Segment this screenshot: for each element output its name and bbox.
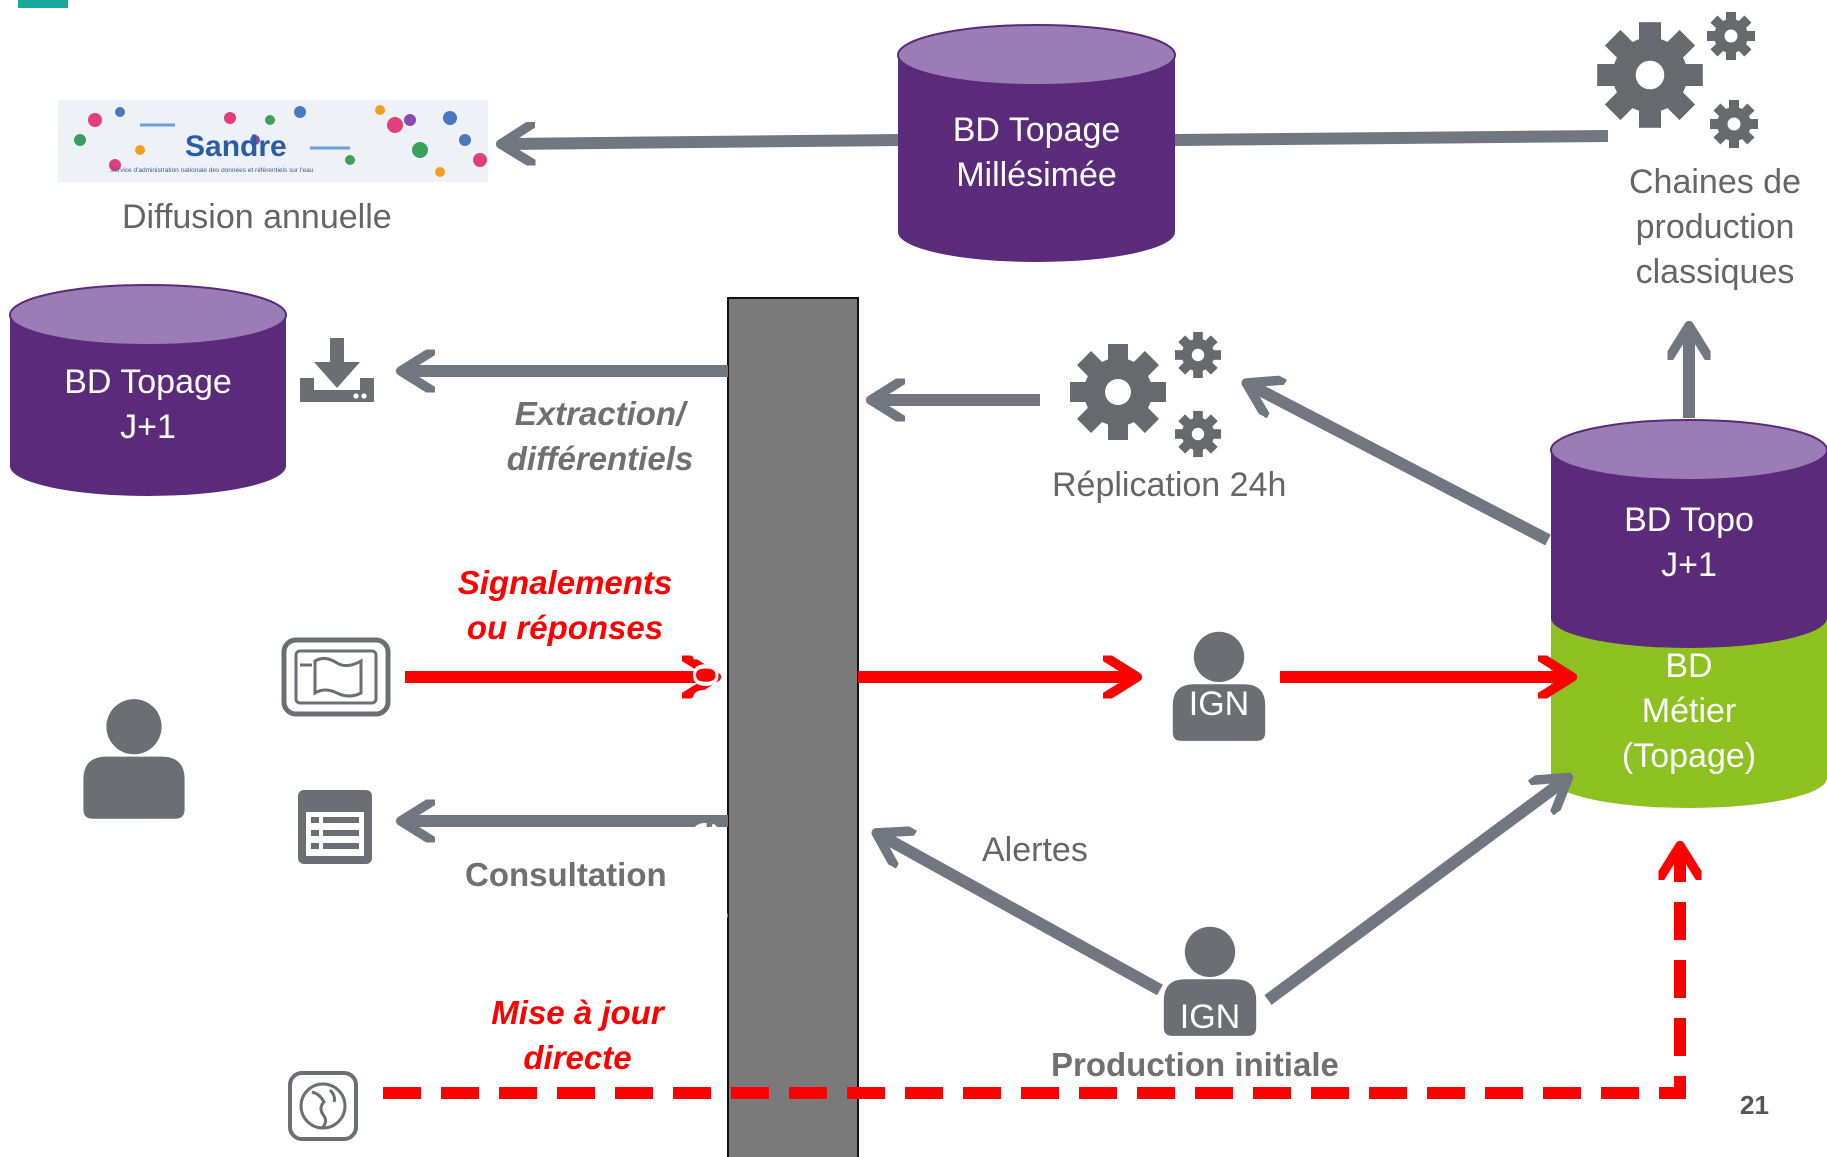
mise-a-jour-line1: Mise à jour bbox=[491, 994, 664, 1031]
extraction-line1: Extraction/ bbox=[514, 395, 686, 432]
bd-topo-metier-cylinder bbox=[1550, 419, 1827, 808]
consultation-label: Consultation bbox=[465, 856, 667, 893]
connector-gears-to-millesimee bbox=[1174, 130, 1609, 146]
bd-topage-millesimee-line1: BD Topage bbox=[952, 111, 1121, 149]
bd-metier-line3: (Topage) bbox=[1621, 737, 1757, 775]
arrow-to-sandre bbox=[505, 140, 899, 144]
bd-topo-j1-line2: J+1 bbox=[1661, 546, 1717, 584]
mise-a-jour-line2: directe bbox=[523, 1039, 632, 1076]
chaines-production-label: Chaines de production classiques bbox=[1600, 160, 1827, 295]
download-icon bbox=[300, 338, 374, 402]
ign-top-label: IGN bbox=[1188, 685, 1250, 723]
production-initiale-label: Production initiale bbox=[1051, 1046, 1339, 1083]
teal-corner-mark bbox=[18, 0, 68, 8]
signalements-label: Signalements ou réponses bbox=[430, 560, 700, 650]
espace-collaboratif-bar bbox=[727, 297, 859, 1157]
bd-topage-millesimee-label: BD Topage Millésimée bbox=[898, 108, 1175, 198]
sandre-logo: Sandre Service d'administration national… bbox=[58, 100, 488, 182]
bd-topage-j1-cylinder bbox=[9, 284, 287, 496]
chaines-line3: classiques bbox=[1635, 253, 1795, 291]
signalements-line2: ou réponses bbox=[466, 609, 664, 646]
bd-topo-j1-line1: BD Topo bbox=[1624, 501, 1754, 539]
extraction-line2: différentiels bbox=[506, 440, 694, 477]
bd-topage-millesimee-cylinder bbox=[897, 24, 1176, 262]
bd-metier-label: BD Métier (Topage) bbox=[1551, 644, 1827, 779]
globe-icon bbox=[288, 1071, 358, 1141]
signalements-line1: Signalements bbox=[457, 564, 673, 601]
ign-bottom-label: IGN bbox=[1179, 998, 1241, 1036]
bd-topo-j1-label: BD Topo J+1 bbox=[1551, 498, 1827, 588]
diffusion-annuelle-label: Diffusion annuelle bbox=[122, 198, 392, 236]
list-icon bbox=[298, 790, 372, 864]
sandre-logo-tagline: Service d'administration nationale des d… bbox=[110, 167, 314, 174]
bd-metier-line1: BD bbox=[1665, 647, 1713, 685]
map-viewer-icon bbox=[281, 637, 391, 717]
chaines-line2: production bbox=[1635, 208, 1795, 246]
bd-topage-j1-label: BD Topage J+1 bbox=[10, 360, 286, 450]
gears-icon-replication bbox=[1070, 331, 1222, 458]
mise-a-jour-label: Mise à jour directe bbox=[450, 990, 705, 1080]
page-number: 21 bbox=[1740, 1090, 1769, 1120]
extraction-label: Extraction/ différentiels bbox=[470, 391, 730, 481]
replication-label: Réplication 24h bbox=[1052, 466, 1287, 504]
chaines-line1: Chaines de bbox=[1628, 163, 1801, 201]
user-person-icon bbox=[83, 699, 185, 819]
bd-topage-millesimee-line2: Millésimée bbox=[956, 156, 1117, 194]
bd-metier-line2: Métier bbox=[1641, 692, 1737, 730]
bd-topage-j1-line2: J+1 bbox=[120, 408, 176, 446]
bd-topage-j1-line1: BD Topage bbox=[64, 363, 232, 401]
alertes-label: Alertes bbox=[982, 831, 1088, 869]
sandre-logo-text: Sandre bbox=[185, 130, 287, 163]
arrow-production-to-metier bbox=[1264, 780, 1565, 1005]
arrow-alertes bbox=[880, 835, 1163, 996]
arrow-mise-a-jour-directe bbox=[383, 850, 1680, 1099]
gears-icon-top bbox=[1597, 12, 1758, 148]
arrow-topo-to-replication bbox=[1250, 385, 1551, 546]
